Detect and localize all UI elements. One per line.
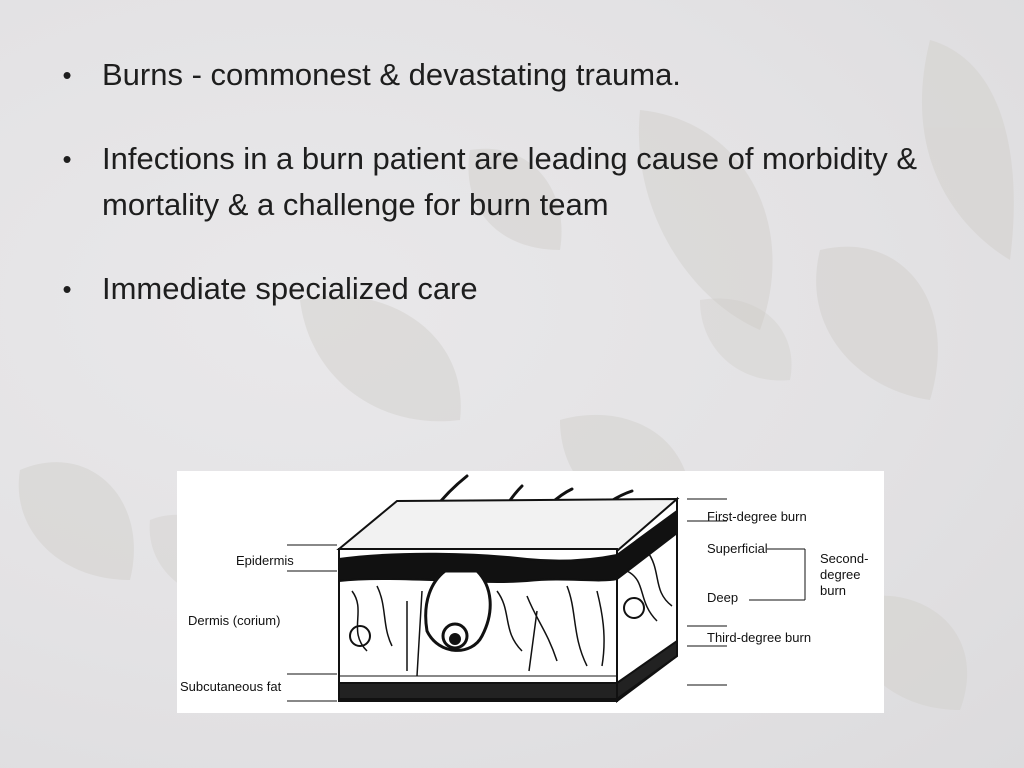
label-second-degree-line2: degree bbox=[820, 567, 860, 582]
right-leader-lines bbox=[687, 498, 806, 686]
bullet-item-infections: • Infections in a burn patient are leadi… bbox=[52, 136, 952, 228]
label-second-degree-line1: Second- bbox=[820, 551, 868, 566]
left-leader-lines bbox=[287, 544, 337, 702]
label-epidermis: Epidermis bbox=[236, 553, 294, 568]
label-dermis: Dermis (corium) bbox=[188, 613, 280, 628]
skin-burn-diagram: Epidermis Dermis (corium) Subcutaneous f… bbox=[177, 471, 884, 713]
bullet-list: • Burns - commonest & devastating trauma… bbox=[52, 52, 952, 312]
bullet-text: Burns - commonest & devastating trauma. bbox=[102, 57, 681, 92]
bullet-item-care: • Immediate specialized care bbox=[52, 266, 952, 312]
label-superficial: Superficial bbox=[707, 541, 768, 556]
blood-vessels bbox=[351, 550, 673, 677]
bullet-marker: • bbox=[62, 60, 72, 90]
bullet-marker: • bbox=[62, 144, 72, 174]
bullet-text: Infections in a burn patient are leading… bbox=[102, 141, 918, 222]
skin-block bbox=[336, 496, 680, 703]
bullet-item-burns: • Burns - commonest & devastating trauma… bbox=[52, 52, 952, 98]
label-first-degree-burn: First-degree burn bbox=[707, 509, 807, 524]
label-subcutaneous-fat: Subcutaneous fat bbox=[180, 679, 282, 694]
label-deep: Deep bbox=[707, 590, 738, 605]
bullet-marker: • bbox=[62, 274, 72, 304]
label-second-degree-line3: burn bbox=[820, 583, 846, 598]
label-third-degree-burn: Third-degree burn bbox=[707, 630, 811, 645]
bullet-text: Immediate specialized care bbox=[102, 271, 478, 306]
